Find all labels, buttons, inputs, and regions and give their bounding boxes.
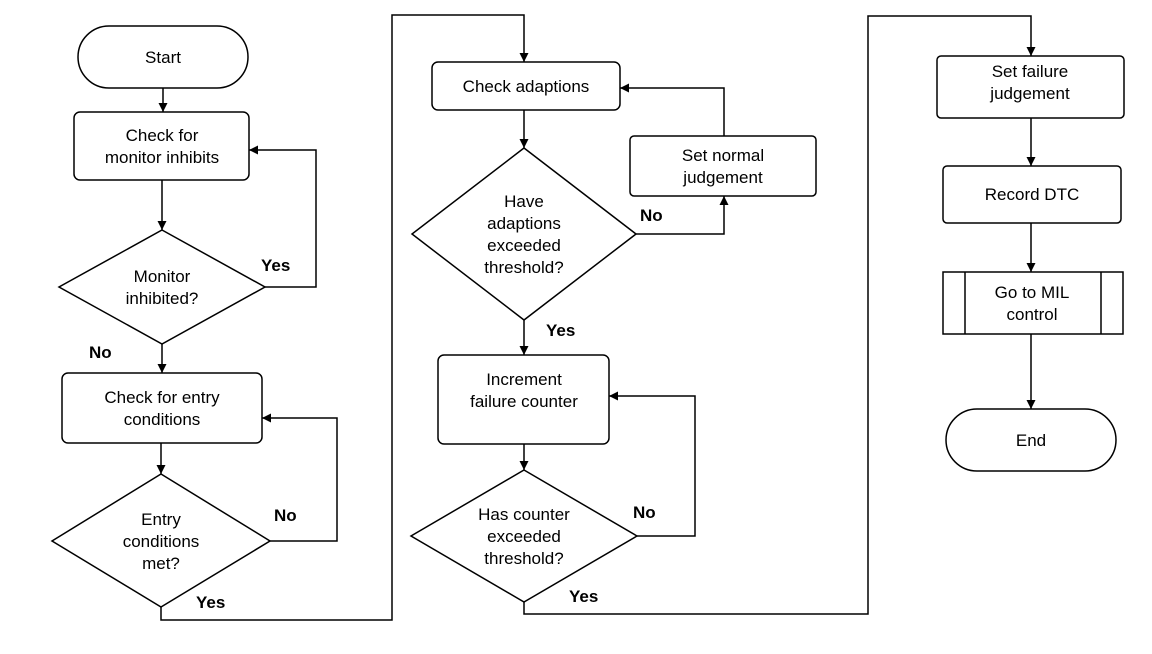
- node-check-inhibits-label: Check for monitor inhibits: [105, 126, 219, 167]
- edge-adaptions-no: [636, 196, 729, 235]
- node-set-normal-label-line: judgement: [682, 168, 763, 187]
- node-counter-exceeded-label: Has counter exceeded threshold?: [478, 505, 570, 568]
- node-check-entry-label-line: Check for entry: [104, 388, 220, 407]
- node-counter-exceeded-label-line: exceeded: [487, 527, 561, 546]
- node-set-normal-label-line: Set normal: [682, 146, 764, 165]
- node-check-entry-label: Check for entry conditions: [104, 388, 220, 429]
- node-check-entry-label-line: conditions: [124, 410, 201, 429]
- node-go-to-mil-label-line: Go to MIL: [995, 283, 1070, 302]
- node-record-dtc: Record DTC: [942, 165, 1122, 224]
- node-go-to-mil: Go to MIL control: [942, 271, 1124, 335]
- node-monitor-inhibited: Monitor inhibited?: [57, 229, 267, 345]
- node-check-adaptions-label: Check adaptions: [463, 77, 590, 96]
- node-check-inhibits: Check for monitor inhibits: [73, 111, 250, 181]
- node-adaptions-exceeded-label-line: exceeded: [487, 236, 561, 255]
- edge-set-normal-loop: [620, 83, 725, 136]
- node-increment-counter-label: Increment failure counter: [470, 370, 578, 411]
- node-go-to-mil-label: Go to MIL control: [995, 283, 1070, 324]
- node-monitor-inhibited-label-line: Monitor: [134, 267, 191, 286]
- edge-label-counter-yes: Yes: [569, 587, 598, 606]
- node-counter-exceeded: Has counter exceeded threshold?: [409, 469, 639, 603]
- node-end-label: End: [1016, 431, 1046, 450]
- edge-label-inhibited-no: No: [89, 343, 112, 362]
- edge-label-entry-yes: Yes: [196, 593, 225, 612]
- node-end: End: [945, 408, 1117, 472]
- edge-inhibited-yes-loop: [249, 145, 317, 288]
- edge-counter-no-loop: [609, 391, 696, 537]
- node-start: Start: [77, 25, 249, 89]
- node-check-inhibits-label-line: Check for: [126, 126, 199, 145]
- node-counter-exceeded-label-line: Has counter: [478, 505, 570, 524]
- node-adaptions-exceeded-label: Have adaptions exceeded threshold?: [484, 192, 563, 277]
- node-entry-met-label: Entry conditions met?: [123, 510, 200, 573]
- node-set-failure-label: Set failure judgement: [989, 62, 1070, 103]
- node-check-adaptions: Check adaptions: [431, 61, 621, 111]
- node-entry-met-label-line: met?: [142, 554, 180, 573]
- edge-counter-yes-to-column3: [523, 15, 1036, 615]
- edge-label-counter-no: No: [633, 503, 656, 522]
- node-adaptions-exceeded: Have adaptions exceeded threshold?: [410, 147, 638, 321]
- node-check-adaptions-label-line: Check adaptions: [463, 77, 590, 96]
- node-monitor-inhibited-label: Monitor inhibited?: [126, 267, 199, 308]
- node-monitor-inhibited-label-line: inhibited?: [126, 289, 199, 308]
- node-increment-counter-label-line: Increment: [486, 370, 562, 389]
- node-increment-counter: Increment failure counter: [437, 354, 610, 445]
- edge-entry-yes-to-column2: [160, 14, 529, 621]
- node-entry-met: Entry conditions met?: [50, 473, 272, 608]
- node-counter-exceeded-label-line: threshold?: [484, 549, 563, 568]
- node-adaptions-exceeded-label-line: threshold?: [484, 258, 563, 277]
- node-set-normal: Set normal judgement: [629, 135, 817, 197]
- edge-label-adaptions-yes: Yes: [546, 321, 575, 340]
- node-check-inhibits-label-line: monitor inhibits: [105, 148, 219, 167]
- node-adaptions-exceeded-label-line: Have: [504, 192, 544, 211]
- node-start-label: Start: [145, 48, 181, 67]
- edge-label-inhibited-yes: Yes: [261, 256, 290, 275]
- edge-label-adaptions-no: No: [640, 206, 663, 225]
- node-set-normal-label: Set normal judgement: [682, 146, 764, 187]
- node-entry-met-label-line: conditions: [123, 532, 200, 551]
- node-set-failure-label-line: Set failure: [992, 62, 1069, 81]
- node-increment-counter-label-line: failure counter: [470, 392, 578, 411]
- node-entry-met-label-line: Entry: [141, 510, 181, 529]
- node-record-dtc-label: Record DTC: [985, 185, 1079, 204]
- edge-label-entry-no: No: [274, 506, 297, 525]
- node-go-to-mil-label-line: control: [1006, 305, 1057, 324]
- node-record-dtc-label-line: Record DTC: [985, 185, 1079, 204]
- edge-entry-no-loop: [262, 413, 338, 542]
- node-end-label-line: End: [1016, 431, 1046, 450]
- node-start-label-line: Start: [145, 48, 181, 67]
- node-set-failure: Set failure judgement: [936, 55, 1125, 119]
- node-adaptions-exceeded-label-line: adaptions: [487, 214, 561, 233]
- node-check-entry: Check for entry conditions: [61, 372, 263, 444]
- node-set-failure-label-line: judgement: [989, 84, 1070, 103]
